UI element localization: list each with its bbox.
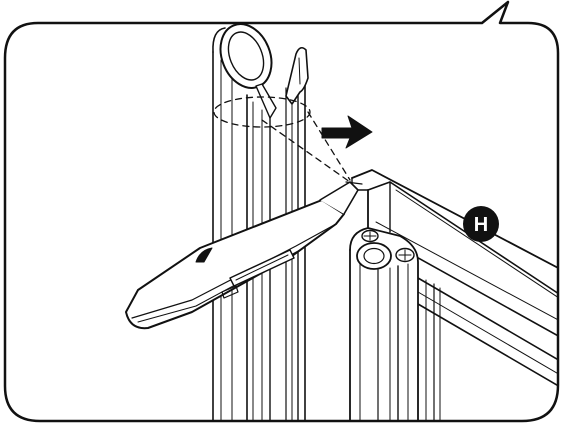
step-badge: H bbox=[463, 206, 499, 242]
step-badge-label: H bbox=[474, 214, 488, 236]
corner-column bbox=[349, 227, 419, 421]
step-badge-circle bbox=[463, 206, 499, 242]
arrow-right-icon bbox=[321, 115, 373, 149]
seal-pull-tab bbox=[219, 23, 309, 119]
cut-guide bbox=[213, 96, 351, 183]
glass-rail bbox=[417, 277, 558, 421]
utility-knife-icon bbox=[125, 181, 363, 330]
top-profile bbox=[351, 169, 558, 339]
